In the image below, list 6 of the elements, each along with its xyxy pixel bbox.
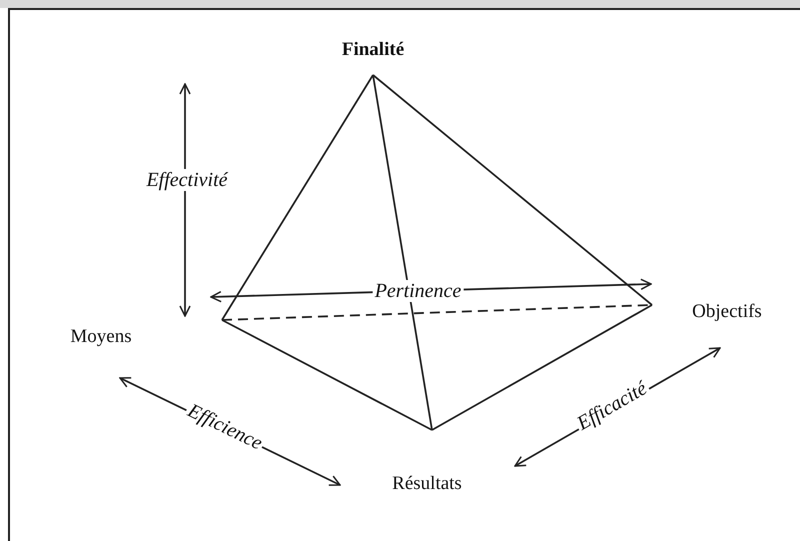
vertex-label: Moyens	[70, 326, 132, 348]
vertex-label: Objectifs	[692, 301, 762, 323]
vertex-label: Résultats	[392, 473, 462, 495]
arrow-label: Pertinence	[372, 280, 464, 302]
arrow-label: Effectivité	[144, 169, 230, 191]
vertex-label: Finalité	[342, 39, 404, 61]
